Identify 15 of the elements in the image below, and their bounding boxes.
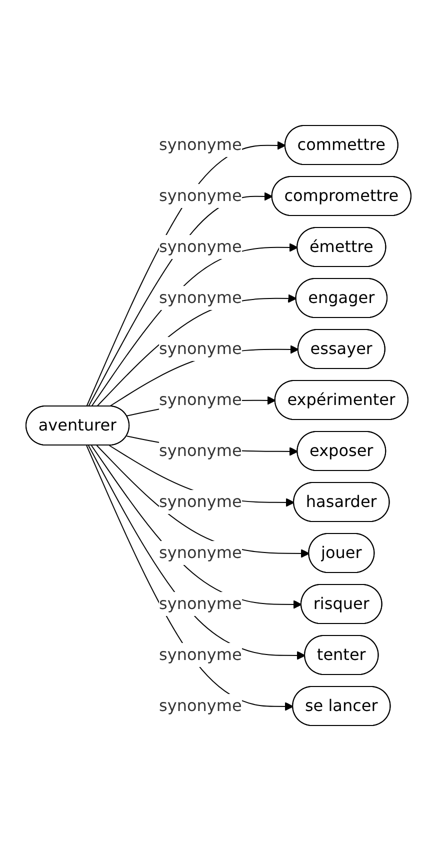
edge-label: synonyme [158, 543, 242, 562]
edge-label: synonyme [158, 237, 242, 256]
arrow [87, 192, 272, 407]
edge-label: synonyme [158, 492, 242, 511]
edge-label: synonyme [158, 594, 242, 613]
edge-label: synonyme [158, 135, 242, 154]
edge-label: synonyme [158, 186, 242, 206]
arrow [86, 141, 286, 407]
edge-label: synonyme [158, 390, 242, 409]
edge-label: synonyme [158, 696, 242, 715]
edge-label: synonyme [158, 441, 242, 460]
edge-label: synonyme [158, 288, 242, 307]
edge-label: synonyme [158, 339, 242, 358]
edge-label: synonyme [158, 644, 242, 664]
arrow [96, 294, 296, 407]
